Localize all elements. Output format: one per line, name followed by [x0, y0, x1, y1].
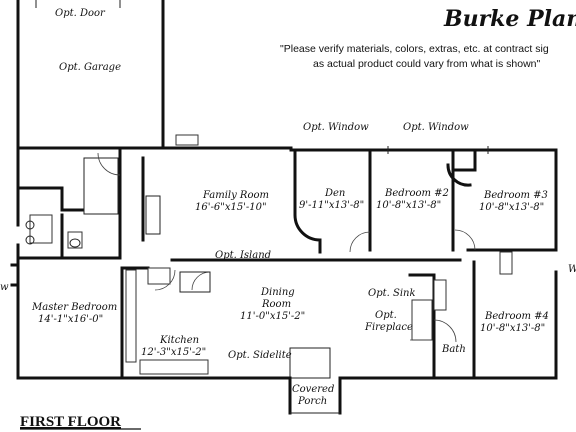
floor-label: FIRST FLOOR	[20, 414, 121, 430]
kitchen-dims: 12'-3"x15'-2"	[141, 347, 206, 358]
master-suite-walls	[16, 146, 161, 260]
opt-door-label: Opt. Door	[55, 8, 106, 19]
plan-title: Burke Plan	[443, 6, 576, 32]
den-name: Den	[324, 188, 345, 199]
bath-fireplace-walls	[408, 273, 457, 380]
disclaimer-line-2: as actual product could vary from what i…	[313, 58, 541, 70]
dining-room-name-2: Room	[261, 299, 291, 310]
opt-fireplace-label-1: Opt.	[375, 310, 397, 321]
covered-porch-name-1: Covered	[292, 384, 334, 395]
window-marks	[387, 146, 489, 154]
opt-window-label-2: Opt. Window	[403, 122, 469, 133]
bedroom-2-name: Bedroom #2	[384, 188, 449, 199]
bedroom-4-dims: 10'-8"x13'-8"	[480, 323, 545, 334]
den-dims: 9'-11"x13'-8"	[299, 200, 364, 211]
edge-label-right: W	[568, 264, 576, 275]
edge-label-left: w	[0, 282, 9, 293]
family-room-name: Family Room	[202, 190, 269, 201]
family-room-dims: 16'-6"x15'-10"	[195, 202, 267, 213]
kitchen-dining-walls	[120, 266, 211, 380]
master-bedroom-dims: 14'-1"x16'-0"	[38, 314, 103, 325]
covered-porch	[288, 347, 342, 415]
bedroom-4-name: Bedroom #4	[484, 311, 549, 322]
bedroom-wing-walls	[170, 148, 558, 380]
opt-island-label: Opt. Island	[215, 250, 271, 261]
opt-sidelite-label: Opt. Sidelite	[228, 350, 292, 361]
bath-name: Bath	[441, 344, 466, 355]
dining-room-name-1: Dining	[260, 287, 295, 298]
disclaimer-line-1: "Please verify materials, colors, extras…	[280, 43, 549, 55]
opt-window-label-1: Opt. Window	[303, 122, 369, 133]
garage	[16, 0, 199, 150]
bedroom-3-dims: 10'-8"x13'-8"	[479, 202, 544, 213]
bedroom-3-name: Bedroom #3	[483, 190, 548, 201]
covered-porch-name-2: Porch	[297, 396, 327, 407]
master-bedroom-name: Master Bedroom	[31, 302, 117, 313]
dining-room-dims: 11'-0"x15'-2"	[240, 311, 305, 322]
bedroom-2-dims: 10'-8"x13'-8"	[376, 200, 441, 211]
kitchen-name: Kitchen	[159, 335, 199, 346]
opt-sink-label: Opt. Sink	[368, 288, 416, 299]
opt-fireplace-label-2: Fireplace	[364, 322, 413, 333]
opt-garage-label: Opt. Garage	[59, 62, 121, 73]
